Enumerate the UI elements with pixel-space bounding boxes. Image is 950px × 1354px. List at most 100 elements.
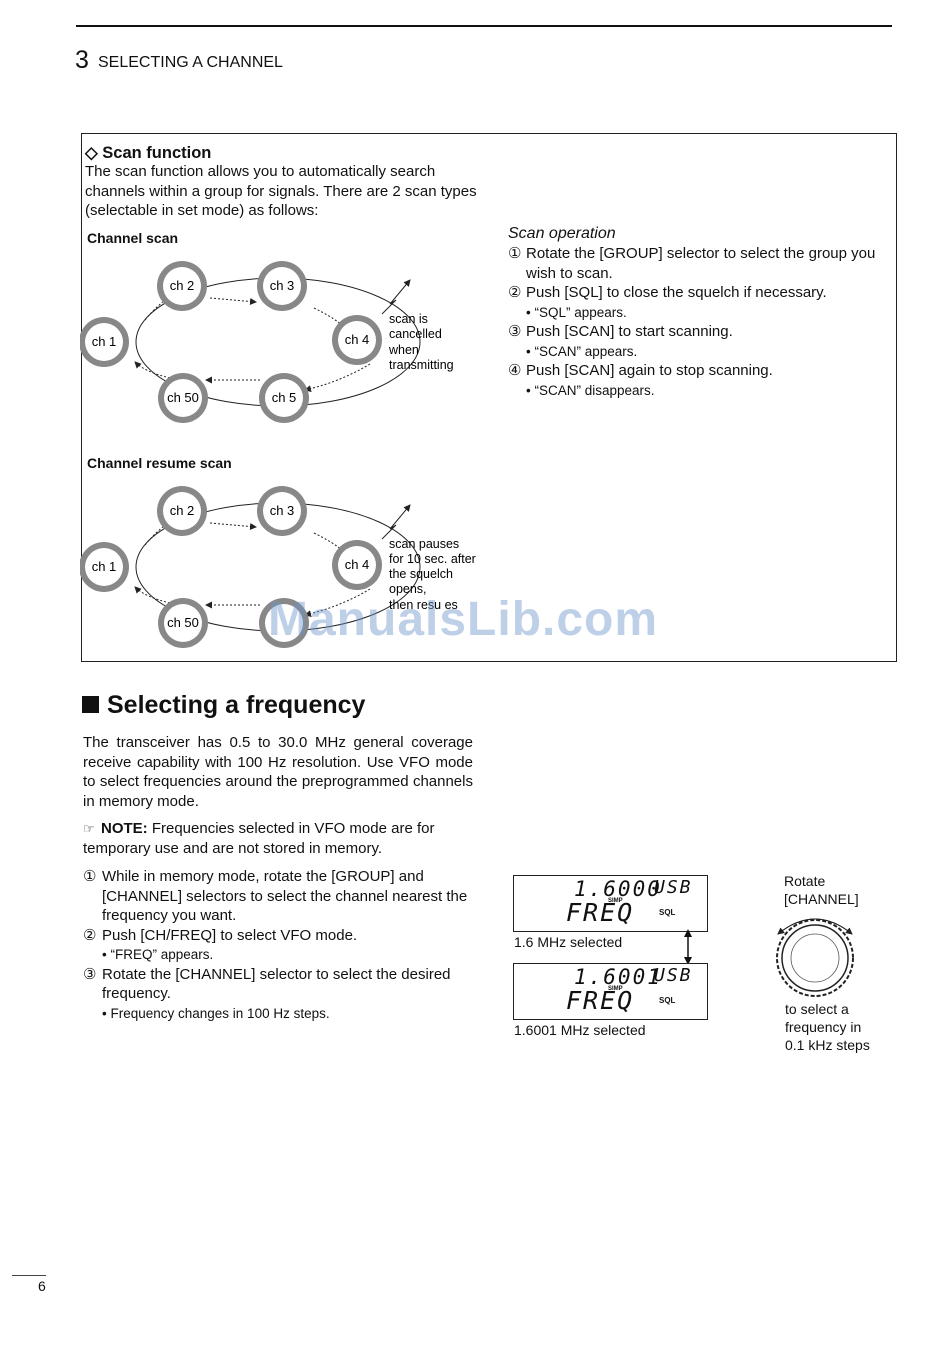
step-text: Push [SCAN] again to stop scanning. bbox=[526, 362, 773, 379]
watermark: ManualsLib.com bbox=[268, 593, 659, 646]
lcd-display-1: 1.6000 USB SIMP FREQ SQL bbox=[513, 875, 708, 932]
scan-note-line: cancelled bbox=[389, 327, 442, 341]
channel-node bbox=[332, 315, 382, 365]
step-number: ② bbox=[83, 926, 97, 944]
step-text: Push [SQL] to close the squelch if neces… bbox=[526, 284, 827, 301]
channel-label: ch 4 bbox=[345, 557, 370, 572]
channel-node bbox=[80, 317, 129, 367]
lcd-freq-word: FREQ bbox=[566, 986, 635, 1015]
channel-node bbox=[158, 373, 208, 423]
channel-node bbox=[157, 486, 207, 536]
resume-scan-heading: Channel resume scan bbox=[87, 455, 232, 471]
channel-label: ch 2 bbox=[170, 503, 195, 518]
channel-node bbox=[257, 486, 307, 536]
knob-caption-line: frequency in bbox=[785, 1019, 862, 1035]
section-title-text: Selecting a frequency bbox=[107, 691, 366, 719]
resume-note-line: opens, bbox=[389, 582, 427, 596]
channel-scan-heading: Channel scan bbox=[87, 230, 179, 246]
scan-function-box bbox=[81, 133, 897, 662]
channel-node bbox=[80, 542, 129, 592]
channel-scan-diagram: ch 1 ch 2 ch 3 ch 4 ch 5 ch 50 scan is c… bbox=[80, 261, 454, 423]
channel-node bbox=[257, 261, 307, 311]
lcd-simp: SIMP bbox=[608, 898, 623, 904]
lcd-sql: SQL bbox=[659, 996, 676, 1005]
list-item: ② Push [CH/FREQ] to select VFO mode. • “FR… bbox=[83, 926, 475, 965]
knob-label-line: Rotate bbox=[784, 873, 826, 889]
step-number: ② bbox=[508, 284, 522, 301]
scan-note-line: transmitting bbox=[389, 358, 454, 372]
step-text: Rotate the [CHANNEL] selector to select … bbox=[102, 965, 451, 1003]
double-arrow-icon bbox=[684, 929, 692, 965]
lcd-sql: SQL bbox=[659, 908, 676, 917]
resume-note-line: the squelch bbox=[389, 567, 453, 581]
step-subnote: • “SCAN” appears. bbox=[526, 343, 638, 359]
step-text: Push [SCAN] to start scanning. bbox=[526, 323, 733, 340]
note-label: NOTE: bbox=[101, 820, 148, 837]
step-text: Push [CH/FREQ] to select VFO mode. bbox=[102, 926, 358, 944]
channel-node bbox=[259, 598, 309, 648]
list-item: ③ Rotate the [CHANNEL] selector to select… bbox=[83, 965, 475, 1024]
lcd-mode: USB bbox=[654, 877, 693, 898]
lcd-mode: USB bbox=[654, 965, 693, 986]
lcd-caption-2: 1.6001 MHz selected bbox=[514, 1022, 646, 1038]
channel-label: ch 1 bbox=[92, 559, 117, 574]
chapter-number: 3 bbox=[75, 46, 89, 74]
header-rule bbox=[76, 25, 892, 27]
scan-operation-title: Scan operation bbox=[508, 225, 616, 242]
section-title: Selecting a frequency bbox=[82, 691, 365, 720]
channel-label: ch 2 bbox=[170, 278, 195, 293]
lcd-frequency: 1.6000 bbox=[574, 877, 662, 901]
channel-label: ch 1 bbox=[92, 334, 117, 349]
step-number: ③ bbox=[508, 323, 522, 340]
list-item: ① While in memory mode, rotate the [GROUP… bbox=[83, 867, 475, 926]
pointing-hand-icon: ☞ bbox=[83, 821, 95, 836]
freq-paragraph: The transceiver has 0.5 to 30.0 MHz gene… bbox=[83, 734, 473, 811]
square-bullet-icon bbox=[82, 696, 99, 713]
page-number: 6 bbox=[38, 1278, 46, 1294]
scan-function-intro: The scan function allows you to automati… bbox=[85, 163, 477, 220]
resume-scan-diagram: ch 1 ch 2 ch 3 ch 4 ch 50 scan pauses fo… bbox=[80, 486, 476, 648]
step-number: ④ bbox=[508, 362, 522, 379]
lcd-caption-1: 1.6 MHz selected bbox=[514, 934, 623, 950]
lcd-display-2: 1.6001 USB SIMP FREQ SQL bbox=[513, 963, 708, 1020]
step-number: ① bbox=[508, 245, 522, 262]
knob-caption-line: to select a bbox=[785, 1001, 849, 1017]
resume-note-line: for 10 sec. after bbox=[389, 552, 476, 566]
channel-label: ch 4 bbox=[345, 332, 370, 347]
scan-function-title: ◇ Scan function bbox=[85, 144, 212, 162]
knob-caption: to select a frequency in 0.1 kHz steps bbox=[785, 1000, 870, 1054]
freq-steps: ① While in memory mode, rotate the [GROUP… bbox=[83, 867, 475, 1023]
step-subnote: • “SQL” appears. bbox=[526, 304, 627, 320]
scan-note-line: scan is bbox=[389, 312, 428, 326]
resume-note-line: scan pauses bbox=[389, 537, 459, 551]
knob-caption-line: 0.1 kHz steps bbox=[785, 1037, 870, 1053]
freq-note: ☞ NOTE: Frequencies selected in VFO mode … bbox=[83, 819, 475, 858]
step-number: ③ bbox=[83, 965, 97, 983]
channel-label: ch 50 bbox=[167, 615, 199, 630]
channel-knob-icon bbox=[776, 918, 854, 997]
note-text: Frequencies selected in VFO mode are for… bbox=[83, 820, 435, 857]
step-subnote: • “FREQ” appears. bbox=[102, 947, 214, 962]
lcd-frequency: 1.6001 bbox=[574, 965, 662, 989]
knob-label: Rotate [CHANNEL] bbox=[784, 872, 859, 908]
chapter-title: SELECTING A CHANNEL bbox=[98, 54, 283, 71]
lcd-simp: SIMP bbox=[608, 986, 623, 992]
page-number-rule bbox=[12, 1275, 46, 1276]
channel-label: ch 3 bbox=[270, 278, 295, 293]
channel-node bbox=[332, 540, 382, 590]
channel-label: ch 50 bbox=[167, 390, 199, 405]
step-subnote: • Frequency changes in 100 Hz steps. bbox=[102, 1005, 330, 1021]
knob-label-line: [CHANNEL] bbox=[784, 891, 859, 907]
lcd-freq-word: FREQ bbox=[566, 898, 635, 927]
step-number: ① bbox=[83, 868, 97, 885]
channel-node bbox=[158, 598, 208, 648]
resume-note-line: then resu es bbox=[389, 598, 458, 612]
channel-node bbox=[259, 373, 309, 423]
step-text: While in memory mode, rotate the [GROUP]… bbox=[102, 868, 468, 924]
channel-node bbox=[157, 261, 207, 311]
